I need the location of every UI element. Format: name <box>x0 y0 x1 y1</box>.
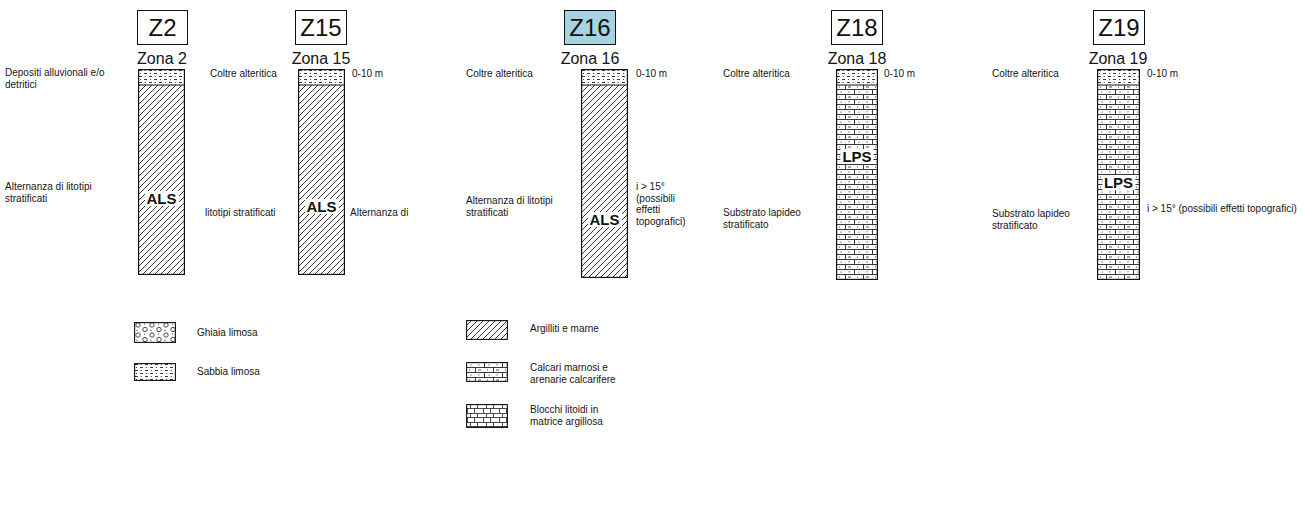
layer-note: i > 15° (possibili effetti topografici) <box>636 181 698 227</box>
column-pattern <box>298 69 345 275</box>
cover-layer <box>836 69 878 85</box>
legend-swatch <box>466 362 508 382</box>
zone-code: Z2 <box>148 16 176 40</box>
column-pattern <box>138 69 185 275</box>
stratigraphic-column: ALS <box>298 69 345 275</box>
layer-boundary <box>581 84 628 85</box>
unit-code: LPS <box>840 149 873 164</box>
legend-swatch <box>466 320 508 340</box>
zone-code: Z15 <box>300 16 341 40</box>
unit-code: ALS <box>305 199 339 214</box>
bedrock-layer <box>581 85 628 278</box>
zone-heading: Zona 16 <box>545 50 635 68</box>
swatch-fill <box>467 405 508 428</box>
swatch-fill <box>467 321 508 340</box>
column-outline <box>582 70 628 278</box>
layer-note: 0-10 m <box>352 68 412 80</box>
layer-boundary <box>138 84 185 85</box>
column-pattern <box>836 69 878 280</box>
zone-heading: Zona 18 <box>812 50 902 68</box>
layer-note: 0-10 m <box>884 68 944 80</box>
unit-code: ALS <box>588 212 622 227</box>
zone-code: Z19 <box>1098 16 1139 40</box>
layer-note: Depositi alluvionali e/o detritici <box>5 67 110 90</box>
zone-code: Z18 <box>836 16 877 40</box>
legend-swatch <box>134 322 176 343</box>
zone-heading: Zona 19 <box>1073 50 1163 68</box>
layer-note: Coltre alteritica <box>210 68 290 80</box>
layer-note: Substrato lapideo stratificato <box>992 208 1087 231</box>
column-outline <box>139 70 185 275</box>
layer-note: Alternanza di litotipi stratificati <box>5 181 105 204</box>
layer-note: 0-10 m <box>1147 68 1207 80</box>
column-outline <box>1098 70 1140 280</box>
bedrock-layer <box>1097 85 1140 280</box>
layer-note: litotipi stratificati <box>205 207 295 219</box>
legend-text: Sabbia limosa <box>197 366 307 378</box>
layer-note: 0-10 m <box>636 68 696 80</box>
zone-code-box: Z2 <box>137 10 188 45</box>
column-outline <box>837 70 878 280</box>
layer-note: Coltre alteritica <box>992 68 1082 80</box>
column-pattern <box>581 69 628 278</box>
cover-layer <box>298 69 345 85</box>
zone-heading: Zona 15 <box>276 50 366 68</box>
cover-layer <box>1097 69 1140 85</box>
layer-note: Substrato lapideo stratificato <box>723 207 818 230</box>
legend-text: Blocchi litoidi in matrice argillosa <box>530 404 615 427</box>
layer-note: Coltre alteritica <box>723 68 813 80</box>
bedrock-layer <box>298 85 345 275</box>
zone-code: Z16 <box>569 16 610 40</box>
swatch-fill <box>467 363 508 382</box>
legend-text: Ghiaia limosa <box>197 327 307 339</box>
unit-code: ALS <box>145 191 179 206</box>
layer-note: Alternanza di <box>350 207 430 219</box>
stratigraphic-column: LPS <box>1097 69 1140 280</box>
layer-boundary <box>836 84 878 85</box>
legend-text: Argilliti e marne <box>530 323 640 335</box>
bedrock-layer <box>836 85 878 280</box>
layer-note: Alternanza di litotipi stratificati <box>466 195 556 218</box>
stratigraphic-column: ALS <box>138 69 185 275</box>
zone-code-box: Z15 <box>295 10 347 45</box>
bedrock-layer <box>138 85 185 275</box>
zone-code-box: Z16 <box>564 10 616 45</box>
cover-layer <box>581 69 628 85</box>
zone-code-box: Z19 <box>1093 10 1145 45</box>
stratigraphic-column: LPS <box>836 69 878 280</box>
swatch-fill <box>135 323 176 343</box>
legend-text: Calcari marnosi e arenarie calcarifere <box>530 362 630 385</box>
layer-boundary <box>1097 84 1140 85</box>
legend-swatch <box>466 404 508 428</box>
layer-note: Coltre alteritica <box>466 68 556 80</box>
cover-layer <box>138 69 185 85</box>
stratigraphic-column: ALS <box>581 69 628 278</box>
column-outline <box>299 70 345 275</box>
zone-code-box: Z18 <box>831 10 883 45</box>
unit-code: LPS <box>1102 175 1135 190</box>
legend-swatch <box>134 363 176 381</box>
swatch-fill <box>135 364 176 381</box>
zone-heading: Zona 2 <box>117 50 207 68</box>
layer-note: i > 15° (possibili effetti topografici) <box>1147 203 1297 215</box>
layer-boundary <box>298 84 345 85</box>
